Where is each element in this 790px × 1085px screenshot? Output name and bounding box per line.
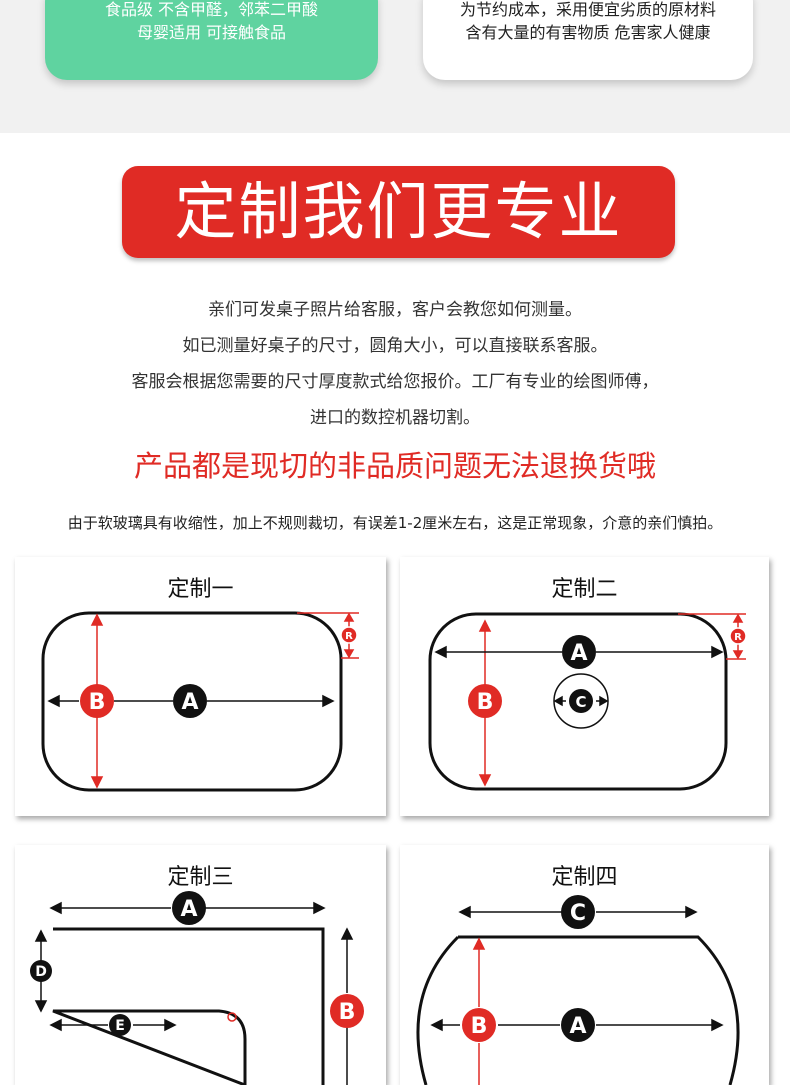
panel-title: 定制四 <box>551 865 618 890</box>
no-return-notice: 产品都是现切的非品质问题无法退换货哦 <box>133 449 656 483</box>
panel-title: 定制二 <box>551 577 618 602</box>
r-marker: R <box>734 632 742 643</box>
intro-line: 亲们可发桌子照片给客服，客户会教您如何测量。 <box>208 300 582 320</box>
intro-line: 如已测量好桌子的尺寸，圆角大小，可以直接联系客服。 <box>182 336 608 356</box>
l-shape-diagram: A D E B <box>30 891 364 1085</box>
custom-shape-panel-2: 定制二 R A B <box>400 557 769 816</box>
b-marker: B <box>471 1014 488 1039</box>
food-grade-line-2: 母婴适用 可接触食品 <box>136 23 287 42</box>
a-marker: A <box>181 690 198 715</box>
intro-text: 亲们可发桌子照片给客服，客户会教您如何测量。 如已测量好桌子的尺寸，圆角大小，可… <box>0 292 790 436</box>
inferior-line-1: 为节约成本，采用便宜劣质的原材料 <box>459 0 716 19</box>
r-marker: R <box>345 631 353 642</box>
intro-line: 进口的数控机器切割。 <box>310 408 480 428</box>
top-comparison-band: 食品级安全材质 食品级 不含甲醛，邻苯二甲酸 母婴适用 可接触食品 劣质材料 为… <box>0 0 790 133</box>
e-marker: E <box>115 1018 125 1034</box>
custom-professional-banner: 定制我们更专业 <box>122 166 675 258</box>
curved-end-diagram: C B A <box>416 895 740 1085</box>
b-marker: B <box>339 1000 356 1025</box>
food-grade-card: 食品级安全材质 食品级 不含甲醛，邻苯二甲酸 母婴适用 可接触食品 <box>45 0 378 80</box>
panel-title: 定制一 <box>167 577 234 602</box>
c-marker: C <box>570 901 586 926</box>
tolerance-note: 由于软玻璃具有收缩性，加上不规则裁切，有误差1-2厘米左右，这是正常现象，介意的… <box>67 514 723 532</box>
food-grade-line-1: 食品级 不含甲醛，邻苯二甲酸 <box>104 0 319 19</box>
c-marker: C <box>575 693 586 711</box>
rounded-rectangle-hole-diagram: R A B C <box>428 612 747 791</box>
a-marker: A <box>180 897 197 922</box>
custom-shape-panel-3: 定制三 A D E B <box>15 845 386 1085</box>
custom-shape-panel-1: 定制一 R B A <box>15 557 386 816</box>
b-marker: B <box>477 690 494 715</box>
d-marker: D <box>35 964 47 980</box>
a-marker: A <box>570 641 587 666</box>
inferior-material-card: 劣质材料 为节约成本，采用便宜劣质的原材料 含有大量的有害物质 危害家人健康 <box>423 0 753 80</box>
a-marker: A <box>569 1014 586 1039</box>
intro-line: 客服会根据您需要的尺寸厚度款式给您报价。工厂有专业的绘图师傅， <box>131 372 659 392</box>
b-marker: B <box>89 690 106 715</box>
panel-title: 定制三 <box>167 865 234 890</box>
custom-shape-panel-4: 定制四 C B A <box>400 845 769 1085</box>
rounded-rectangle-diagram: R B A <box>41 611 359 792</box>
inferior-line-2: 含有大量的有害物质 危害家人健康 <box>465 23 711 42</box>
